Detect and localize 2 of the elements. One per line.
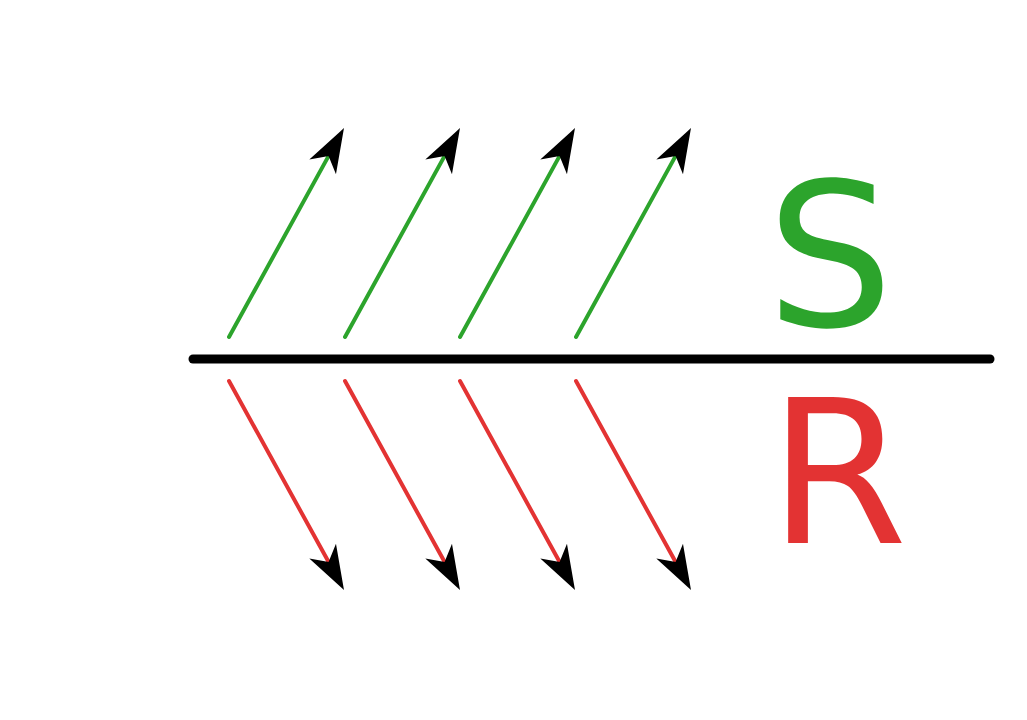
letter-label: R — [788, 397, 902, 543]
letter-label: S — [779, 177, 883, 329]
